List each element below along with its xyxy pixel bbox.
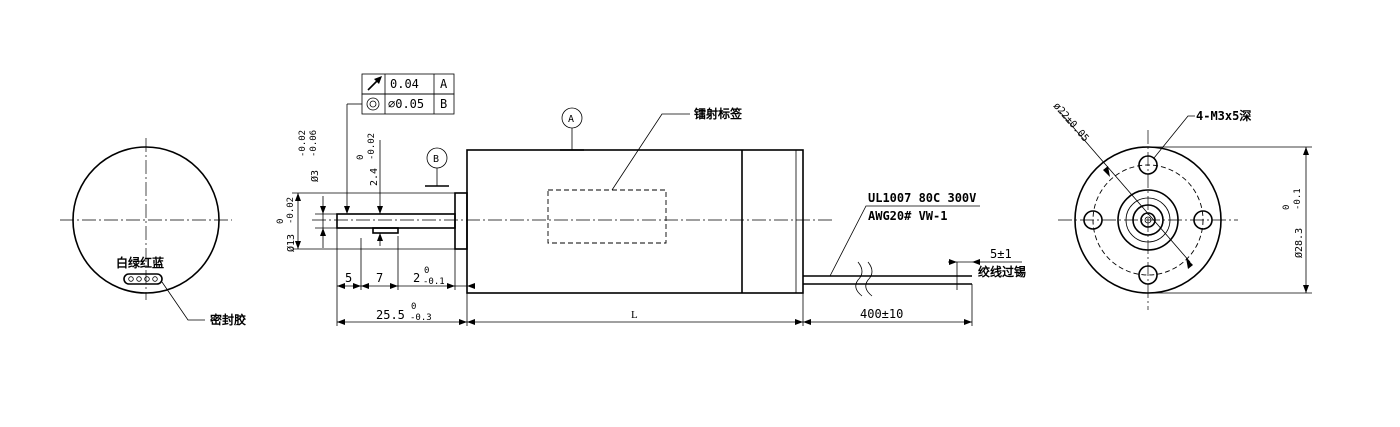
runout-datum: A — [440, 77, 448, 91]
wire-dot-4 — [152, 276, 158, 282]
outer-dia-text: Ø28.3 — [1293, 228, 1305, 258]
laser-label-callout: 镭射标签 — [694, 106, 743, 121]
shaft-center — [1144, 216, 1152, 224]
gdt-frame: 0.04 A ∅0.05 B — [344, 73, 455, 214]
dim-7-text: 7 — [376, 271, 383, 285]
wire-dot-2 — [136, 276, 142, 282]
dim-5-text: 5 — [345, 271, 352, 285]
front-boss — [454, 192, 468, 250]
wire-spec-2: AWG20# VW-1 — [868, 209, 947, 223]
mount-hole-right — [1193, 210, 1213, 230]
right-end-view: ø22±0.05 4-M3x5深 Ø28.3 0 -0.1 — [1051, 101, 1312, 310]
flat-dim-lower: -0.02 — [367, 133, 377, 160]
boss-ring-outer — [1117, 189, 1179, 251]
boss-len-lower: -0.1 — [423, 277, 445, 287]
boss-ring-inner — [1132, 204, 1164, 236]
wire-exit-pad — [123, 273, 163, 285]
laser-label-area — [547, 189, 667, 244]
runout-arrow-head — [374, 76, 382, 84]
mount-hole-bottom — [1138, 265, 1158, 285]
wire-spec-1: UL1007 80C 300V — [868, 191, 976, 205]
label-leader — [611, 113, 690, 191]
boss-dia-text: Ø13 — [285, 234, 297, 252]
sealant-label: 密封胶 — [210, 312, 246, 327]
concentricity-outer-icon — [366, 97, 380, 111]
outer-dia-upper: 0 — [1282, 205, 1292, 210]
concentricity-inner-icon — [369, 100, 377, 108]
pcd-text: ø22±0.05 — [1051, 101, 1091, 145]
body-len-text: L — [631, 309, 638, 321]
strip-len-text: 5±1 — [990, 247, 1012, 261]
shaft-len-text: 25.5 — [376, 308, 405, 322]
runout-value: 0.04 — [390, 77, 419, 91]
shaft-segment-dims: 5 7 2 0 -0.1 — [336, 228, 475, 326]
flat-dim-upper: 0 — [356, 155, 366, 160]
sealant-leader — [161, 281, 205, 321]
side-view: 镭射标签 A B 0.04 A ∅0.05 B — [276, 73, 1026, 326]
shaft-dia-upper: -0.02 — [298, 130, 308, 157]
hole-callout-text: 4-M3x5深 — [1196, 108, 1251, 123]
shaft-dia-lower: -0.06 — [309, 130, 319, 157]
wire-dot-1 — [128, 276, 134, 282]
length-dims: 25.5 0 -0.3 L 400±10 — [337, 284, 973, 326]
lead-wire: UL1007 80C 300V AWG20# VW-1 5±1 绞线过锡 — [803, 191, 1026, 297]
datum-a-letter: A — [568, 114, 574, 125]
boss-dia-lower: -0.02 — [286, 197, 296, 224]
shaft-diameter-dim: Ø3 -0.02 -0.06 — [298, 130, 337, 248]
shaft-dia-text: Ø3 — [309, 170, 321, 182]
boss-ring-mid — [1125, 197, 1171, 243]
wire-spec-leader — [829, 205, 980, 277]
mount-hole-top — [1138, 155, 1158, 175]
boss-diameter-dim: Ø13 0 -0.02 — [276, 192, 455, 252]
wire-dot-3 — [144, 276, 150, 282]
mount-hole-left — [1083, 210, 1103, 230]
boss-len-text: 2 — [413, 271, 420, 285]
flat-dim-text: 2.4 — [369, 168, 380, 186]
motor-body — [466, 149, 804, 294]
boss-len-upper: 0 — [424, 266, 429, 276]
shaft — [336, 213, 456, 229]
flat-depth-dim: 2.4 0 -0.02 — [356, 133, 383, 246]
wire-colors-label: 白绿红蓝 — [116, 255, 164, 270]
boss-dia-upper: 0 — [276, 219, 286, 224]
concentricity-datum: B — [440, 97, 447, 111]
datum-b-letter: B — [433, 154, 439, 165]
shaft-len-upper: 0 — [411, 302, 416, 312]
pcd-dim-line — [1059, 111, 1191, 263]
lead-len-text: 400±10 — [860, 307, 903, 321]
outer-dia-lower: -0.1 — [1293, 188, 1303, 210]
hole-callout-leader — [1153, 115, 1195, 159]
left-end-view: 白绿红蓝 密封胶 — [60, 138, 246, 327]
strip-note-text: 绞线过锡 — [978, 264, 1026, 279]
shaft-len-lower: -0.3 — [410, 313, 432, 323]
concentricity-value: ∅0.05 — [388, 97, 424, 111]
shaft-flat — [372, 227, 399, 234]
